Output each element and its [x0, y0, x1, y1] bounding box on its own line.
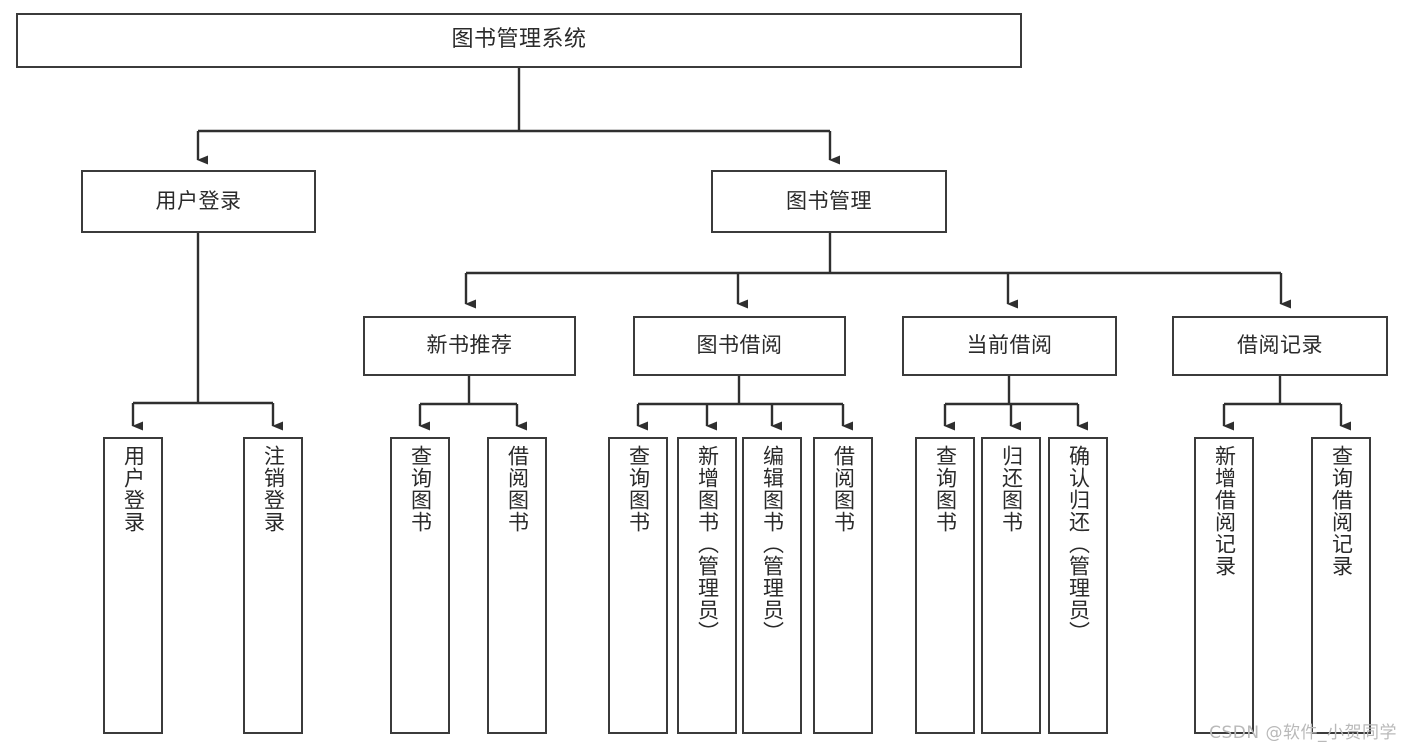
node-current-borrow[interactable]: 当前借阅	[902, 316, 1117, 376]
leaf-recommend-query-book[interactable]: 查询图书	[390, 437, 450, 734]
leaf-current-query-book[interactable]: 查询图书	[915, 437, 975, 734]
leaf-recommend-borrow-book[interactable]: 借阅图书	[487, 437, 547, 734]
node-book-borrow[interactable]: 图书借阅	[633, 316, 846, 376]
node-label: 新增借阅记录	[1212, 445, 1237, 577]
leaf-record-add-record[interactable]: 新增借阅记录	[1194, 437, 1254, 734]
node-label: 图书管理	[786, 188, 872, 213]
node-label: 用户登录	[155, 188, 242, 213]
leaf-borrow-borrow-book[interactable]: 借阅图书	[813, 437, 873, 734]
node-label: 编辑图书（管理员）	[760, 445, 785, 643]
leaf-record-query-record[interactable]: 查询借阅记录	[1311, 437, 1371, 734]
node-label: 归还图书	[999, 445, 1024, 533]
leaf-user-login-logout[interactable]: 注销登录	[243, 437, 303, 734]
leaf-current-return-book[interactable]: 归还图书	[981, 437, 1041, 734]
node-borrow-record[interactable]: 借阅记录	[1172, 316, 1388, 376]
node-new-book-recommend[interactable]: 新书推荐	[363, 316, 576, 376]
node-label: 查询图书	[626, 445, 651, 533]
node-label: 注销登录	[261, 445, 286, 533]
node-label: 新书推荐	[426, 333, 513, 358]
leaf-user-login-login[interactable]: 用户登录	[103, 437, 163, 734]
node-label: 确认归还（管理员）	[1066, 445, 1091, 643]
node-label: 借阅图书	[831, 445, 856, 533]
node-label: 查询图书	[408, 445, 433, 533]
leaf-current-confirm-return[interactable]: 确认归还（管理员）	[1048, 437, 1108, 734]
node-label: 新增图书（管理员）	[695, 445, 720, 643]
node-root-system[interactable]: 图书管理系统	[16, 13, 1022, 68]
leaf-borrow-query-book[interactable]: 查询图书	[608, 437, 668, 734]
node-label: 借阅记录	[1237, 333, 1323, 358]
node-label: 用户登录	[121, 445, 146, 533]
node-user-login[interactable]: 用户登录	[81, 170, 316, 233]
node-label: 当前借阅	[966, 333, 1053, 358]
leaf-borrow-edit-book[interactable]: 编辑图书（管理员）	[742, 437, 802, 734]
csdn-watermark: CSDN @软件_小贺同学	[1209, 723, 1397, 743]
leaf-borrow-add-book[interactable]: 新增图书（管理员）	[677, 437, 737, 734]
node-book-management[interactable]: 图书管理	[711, 170, 947, 233]
node-label: 查询借阅记录	[1329, 445, 1354, 577]
node-label: 借阅图书	[505, 445, 530, 533]
node-label: 图书借阅	[696, 333, 783, 358]
node-label: 查询图书	[933, 445, 958, 533]
node-label: 图书管理系统	[451, 27, 587, 53]
